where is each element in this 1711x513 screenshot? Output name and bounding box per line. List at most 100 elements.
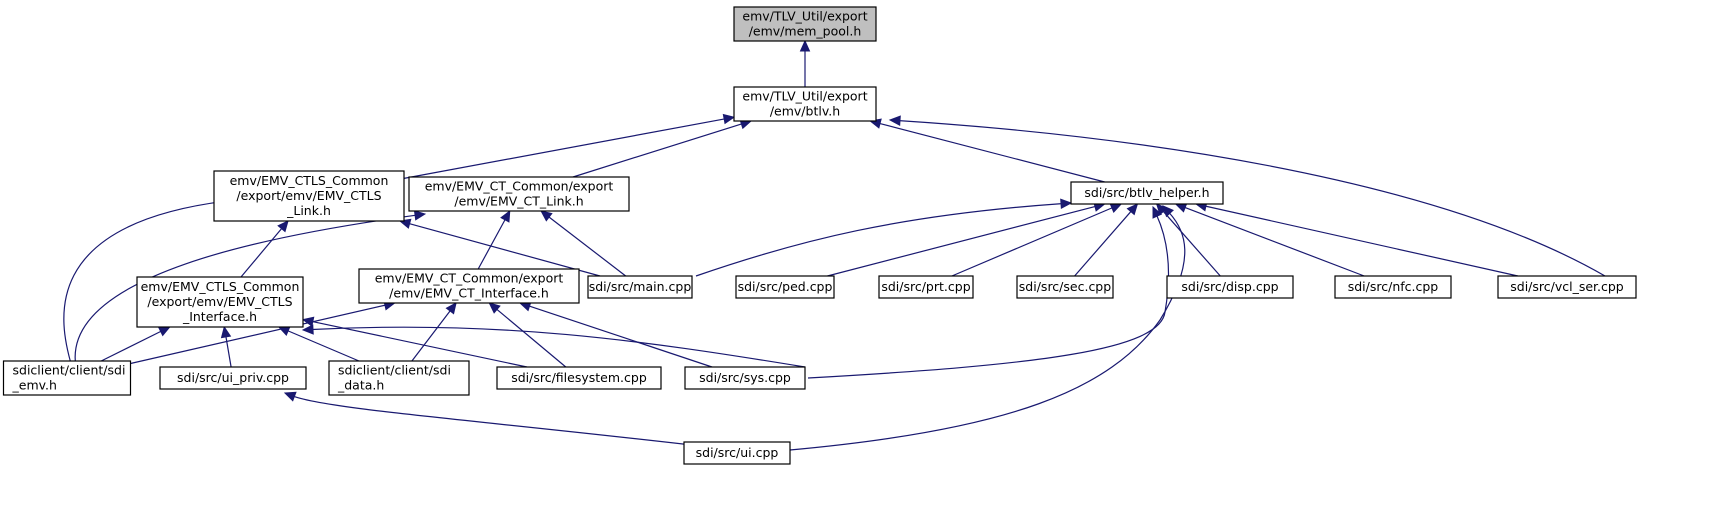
arrow-head: [540, 210, 553, 222]
node-btlv-helper[interactable]: sdi/src/btlv_helper.h: [1070, 181, 1224, 205]
node-label-line: sdi/src/ui.cpp: [696, 445, 779, 460]
node-box: [1497, 275, 1637, 299]
arrow-head: [722, 113, 736, 125]
edge-main-to-ct_link: [540, 210, 627, 277]
edge-line: [63, 200, 226, 368]
node-mem-pool[interactable]: emv/TLV_Util/export/emv/mem_pool.h: [733, 6, 877, 42]
edge-sdi_data-to-ct_iface: [411, 302, 457, 362]
node-box: [1334, 275, 1452, 299]
edge-line: [411, 309, 452, 362]
edge-line: [495, 308, 567, 368]
arrow-head: [301, 324, 314, 335]
node-sec[interactable]: sdi/src/sec.cpp: [1016, 275, 1114, 299]
node-label-line: /emv/btlv.h: [770, 104, 840, 119]
edge-main-to-btlv_helper: [695, 198, 1073, 277]
node-sys[interactable]: sdi/src/sys.cpp: [684, 366, 806, 390]
edge-ctls_iface-to-ctls_link: [240, 220, 289, 278]
arrow-head: [1162, 205, 1174, 218]
node-box: [358, 268, 580, 304]
node-box: [878, 275, 974, 299]
node-ui-priv[interactable]: sdi/src/ui_priv.cpp: [159, 366, 307, 390]
node-box: [159, 366, 307, 390]
node-label-line: /export/emv/EMV_CTLS: [147, 294, 292, 309]
arrow-head: [277, 220, 289, 233]
edge-sdi_emv-to-ctls_iface: [100, 326, 171, 362]
node-label-line: emv/EMV_CTLS_Common: [230, 173, 389, 188]
arrow-head: [1109, 203, 1123, 213]
edge-line: [408, 222, 601, 277]
node-filesystem[interactable]: sdi/src/filesystem.cpp: [496, 366, 662, 390]
node-ui[interactable]: sdi/src/ui.cpp: [683, 441, 791, 465]
node-label-line: emv/TLV_Util/export: [742, 89, 867, 104]
nodes-layer: emv/TLV_Util/export/emv/mem_pool.hemv/TL…: [2, 6, 1637, 465]
arrow-head: [220, 325, 232, 339]
edge-ui_priv-to-ctls_iface: [220, 325, 232, 368]
edge-line: [1204, 205, 1519, 277]
node-ped[interactable]: sdi/src/ped.cpp: [735, 275, 835, 299]
node-main[interactable]: sdi/src/main.cpp: [587, 275, 693, 299]
node-sdi-emv[interactable]: sdiclient/client/sdi_emv.h: [2, 360, 132, 396]
edge-btlv-to-mem_pool: [799, 39, 811, 87]
edge-ct_link-to-btlv: [572, 119, 753, 178]
arrow-head: [488, 302, 501, 314]
node-label-line: emv/EMV_CT_Common/export: [375, 271, 564, 286]
edge-filesystem-to-ct_iface: [488, 302, 567, 368]
edge-prt-to-btlv_helper: [951, 203, 1123, 277]
edge-line: [1074, 210, 1132, 277]
node-label-line: sdiclient/client/sdi: [13, 363, 126, 378]
node-label-line: sdi/src/disp.cpp: [1181, 279, 1278, 294]
arrow-head: [1126, 203, 1139, 216]
arrow-head: [157, 326, 171, 337]
edge-nfc-to-btlv_helper: [1174, 202, 1365, 277]
node-label-line: emv/EMV_CT_Common/export: [425, 179, 614, 194]
node-label-line: /export/emv/EMV_CTLS: [236, 188, 381, 203]
node-vcl-ser[interactable]: sdi/src/vcl_ser.cpp: [1497, 275, 1637, 299]
edge-line: [951, 206, 1114, 277]
edge-vcl_ser-to-btlv: [888, 115, 1606, 277]
node-sdi-data[interactable]: sdiclient/client/sdi_data.h: [328, 360, 470, 396]
edge-line: [572, 123, 743, 178]
edge-line: [898, 120, 1606, 277]
edge-line: [100, 330, 162, 362]
edge-ctls_link-to-btlv: [403, 113, 736, 179]
node-label-line: sdi/src/ui_priv.cpp: [177, 370, 289, 385]
node-ctls-link[interactable]: emv/EMV_CTLS_Common/export/emv/EMV_CTLS_…: [213, 170, 405, 222]
node-box: [1166, 275, 1294, 299]
node-box: [1070, 181, 1224, 205]
edge-line: [807, 214, 1170, 379]
edge-line: [695, 203, 1063, 277]
node-ct-iface[interactable]: emv/EMV_CT_Common/export/emv/EMV_CT_Inte…: [358, 268, 580, 304]
node-btlv[interactable]: emv/TLV_Util/export/emv/btlv.h: [733, 86, 877, 122]
edge-line: [1183, 206, 1365, 277]
node-label-line: emv/TLV_Util/export: [742, 9, 867, 24]
node-box: [733, 6, 877, 42]
node-box: [136, 276, 304, 328]
edge-sys-to-btlv_helper: [807, 205, 1170, 379]
edge-line: [74, 214, 417, 368]
arrow-head: [799, 39, 811, 52]
arrow-head: [283, 391, 297, 402]
edge-line: [293, 395, 735, 451]
node-box: [2, 360, 132, 396]
edge-line: [311, 326, 806, 368]
edge-ui-to-btlv_helper: [789, 205, 1186, 451]
node-disp[interactable]: sdi/src/disp.cpp: [1166, 275, 1294, 299]
edge-sec-to-btlv_helper: [1074, 203, 1139, 277]
node-box: [496, 366, 662, 390]
edge-line: [878, 122, 1105, 183]
node-label-line: sdi/src/btlv_helper.h: [1084, 185, 1209, 200]
edge-ui-to-ui_priv: [283, 391, 735, 451]
node-prt[interactable]: sdi/src/prt.cpp: [878, 275, 974, 299]
node-box: [328, 360, 470, 396]
edge-line: [403, 118, 726, 179]
arrow-head: [1152, 205, 1163, 219]
arrow-head: [1060, 198, 1073, 209]
node-nfc[interactable]: sdi/src/nfc.cpp: [1334, 275, 1452, 299]
node-box: [735, 275, 835, 299]
node-ctls-iface[interactable]: emv/EMV_CTLS_Common/export/emv/EMV_CTLS_…: [136, 276, 304, 328]
edge-vcl_ser-to-btlv_helper: [1194, 201, 1519, 277]
node-ct-link[interactable]: emv/EMV_CT_Common/export/emv/EMV_CT_Link…: [408, 176, 630, 212]
edge-btlv_helper-to-btlv: [869, 118, 1105, 183]
node-label-line: emv/EMV_CTLS_Common: [141, 279, 300, 294]
edge-line: [286, 329, 360, 362]
